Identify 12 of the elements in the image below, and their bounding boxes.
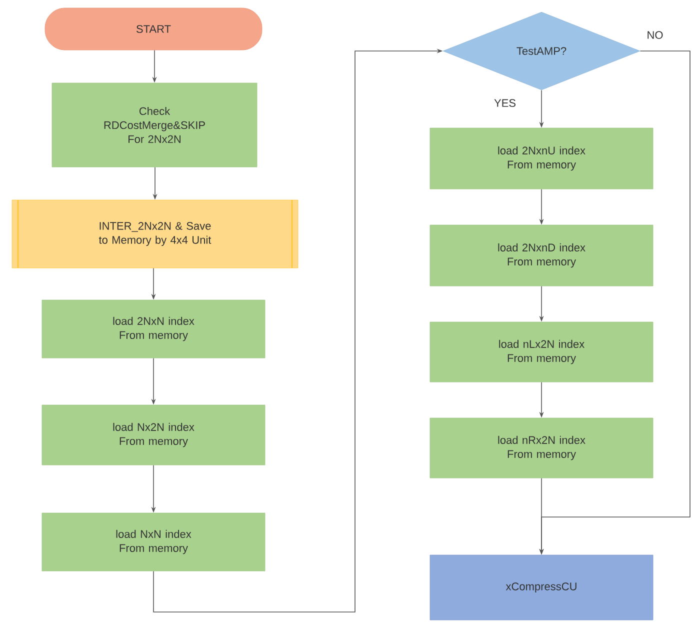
edge-label: YES	[493, 98, 517, 108]
process-box: load 2NxN index From memory	[42, 300, 266, 358]
process-box: load NxN index From memory	[42, 512, 266, 572]
process-box: load nLx2N index From memory	[430, 322, 654, 382]
process-box: load nRx2N index From memory	[430, 418, 654, 478]
process-box: load 2NxnD index From memory	[430, 224, 654, 286]
process-box: load 2NxnU index From memory	[430, 128, 654, 190]
process-box: Check RDCostMerge&SKIP For 2Nx2N	[52, 82, 258, 168]
process-box: load Nx2N index From memory	[42, 404, 266, 466]
process-box: INTER_2Nx2N & Save to Memory by 4x4 Unit	[12, 200, 298, 268]
edge-label: NO	[646, 30, 664, 40]
process-box: xCompressCU	[430, 554, 654, 620]
